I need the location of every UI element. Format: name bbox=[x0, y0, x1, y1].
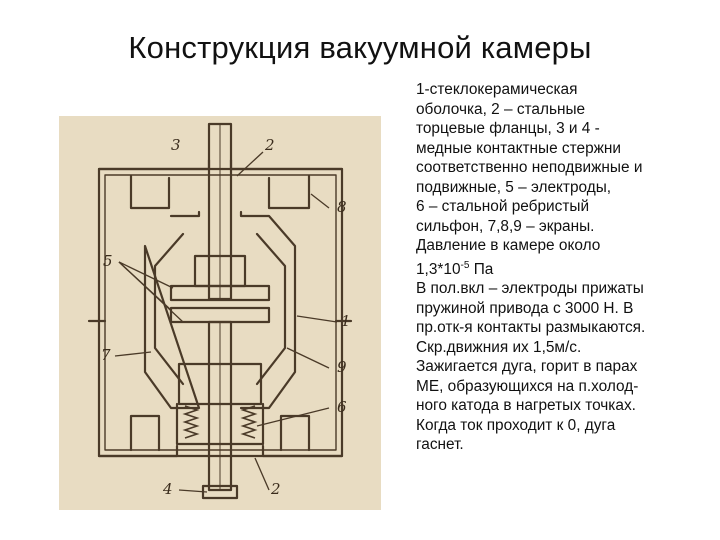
caption-line: гаснет. bbox=[416, 436, 464, 454]
caption-text: 1-стеклокерамическая оболочка, 2 – сталь… bbox=[416, 80, 708, 455]
caption-line: пружиной привода с 3000 Н. В bbox=[416, 299, 634, 317]
caption-line: 6 – стальной ребристый bbox=[416, 198, 590, 215]
caption-line: Зажигается дуга, горит в парах bbox=[416, 358, 638, 376]
central-shield bbox=[143, 210, 297, 410]
label-6: 6 bbox=[337, 398, 347, 416]
label-9: 9 bbox=[337, 358, 347, 376]
label-4: 4 bbox=[162, 480, 173, 498]
label-2-bottom: 2 bbox=[270, 480, 281, 498]
slide-title: Конструкция вакуумной камеры bbox=[128, 30, 592, 65]
caption-line: пр.отк-я контакты размыкаются. bbox=[416, 319, 646, 337]
label-5: 5 bbox=[103, 252, 113, 270]
vacuum-chamber-diagram: 3 2 8 5 1 7 9 6 4 2 bbox=[59, 116, 381, 510]
caption-line: сильфон, 7,8,9 – экраны. bbox=[416, 217, 595, 235]
inner-shield bbox=[153, 232, 287, 386]
caption-line: оболочка, 2 – стальные bbox=[416, 100, 586, 118]
caption-line: В пол.вкл – электроды прижаты bbox=[416, 280, 644, 298]
label-3: 3 bbox=[171, 136, 181, 154]
label-8: 8 bbox=[337, 198, 347, 216]
caption-line: Скр.движния их 1,5м/с. bbox=[416, 338, 582, 356]
caption-line: медные контактные стержни bbox=[416, 139, 622, 157]
label-1: 1 bbox=[341, 312, 351, 330]
caption-line: торцевые фланцы, 3 и 4 - bbox=[416, 120, 600, 137]
bellows bbox=[182, 405, 258, 439]
caption-line: соответственно неподвижные и bbox=[416, 159, 643, 176]
upper-shield bbox=[129, 174, 311, 210]
caption-line: ного катода в нагретых точках. bbox=[416, 397, 636, 415]
caption-line: 1-стеклокерамическая bbox=[416, 81, 578, 98]
caption-line: МЕ, образующихся на п.холод- bbox=[416, 377, 639, 395]
pressure-unit: Па bbox=[469, 260, 494, 278]
label-2-top: 2 bbox=[264, 136, 275, 154]
bottom-flange bbox=[97, 444, 344, 458]
label-7: 7 bbox=[101, 346, 111, 364]
pressure-base: 1,3*10 bbox=[416, 260, 461, 278]
caption-line: Когда ток проходит к 0, дуга bbox=[416, 416, 616, 434]
caption-line: подвижные, 5 – электроды, bbox=[416, 178, 612, 196]
pressure-line: 1,3*10-5 Па bbox=[416, 256, 708, 280]
caption-line: Давление в камере около bbox=[416, 237, 601, 254]
pressure-exponent: -5 bbox=[460, 259, 470, 271]
